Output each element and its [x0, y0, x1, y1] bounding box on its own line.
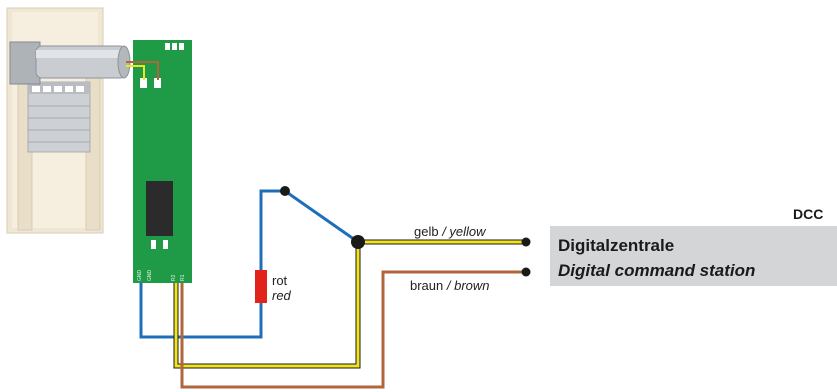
command-station-title-en: Digital command station: [558, 261, 755, 280]
junction-dot: [351, 235, 365, 249]
resistor-label-en: red: [272, 288, 292, 303]
wire-blue: [139, 283, 263, 339]
pin-label-4: R1: [180, 274, 186, 281]
brown-terminal-dot: [521, 267, 531, 277]
wire-yellow-outline: [173, 239, 526, 369]
brown-label: braun / brown: [410, 278, 490, 293]
dcc-label: DCC: [793, 206, 823, 222]
command-station-box: [550, 226, 837, 286]
pin-label-2: GND: [147, 270, 153, 282]
resistor-label-de: rot: [272, 273, 288, 288]
wire-brown: [180, 270, 526, 389]
pin-label-3: R2: [171, 274, 177, 281]
command-station-title-de: Digitalzentrale: [558, 236, 674, 255]
yellow-label: gelb / yellow: [414, 224, 487, 239]
switch-dot: [280, 186, 290, 196]
pin-label-1: GND: [137, 270, 143, 282]
wire-yellow: [174, 240, 526, 368]
roller-shutter-illustration: [6, 7, 131, 234]
decoder-board: GND GND R2 R1: [133, 40, 192, 283]
motor-wires: [126, 61, 159, 80]
yellow-terminal-dot: [521, 237, 531, 247]
wire-blue-upper: [259, 189, 359, 270]
resistor: [255, 270, 267, 303]
